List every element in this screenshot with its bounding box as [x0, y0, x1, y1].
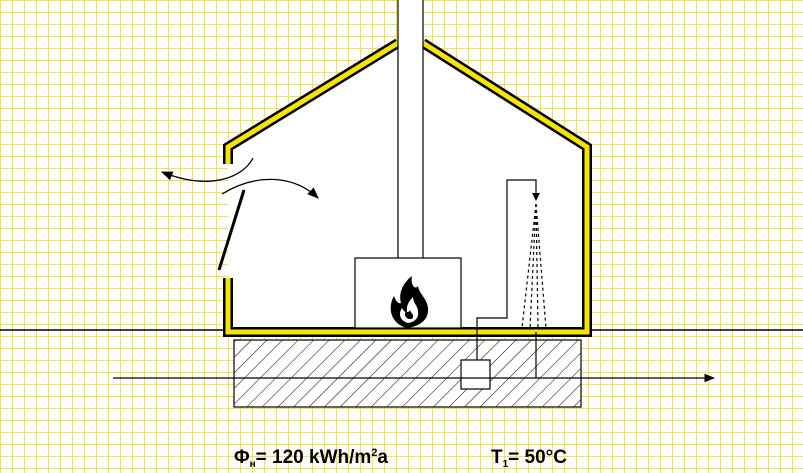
temperature-symbol: T [491, 447, 503, 468]
energy-value: = 120 kWh/m [255, 447, 372, 468]
energy-suffix: a [377, 447, 388, 468]
water-tank [460, 359, 491, 390]
window-sash [217, 189, 246, 271]
shower-spray [521, 203, 547, 329]
ventilation-arrow-in [221, 178, 319, 199]
energy-superscript: 2 [371, 447, 378, 459]
hot-water-pipe [476, 179, 540, 360]
energy-symbol: Φ [234, 447, 250, 468]
foundation-hatched [233, 339, 582, 408]
flame-icon [390, 276, 429, 328]
energy-demand-label: Φн= 120 kWh/m2a [234, 448, 388, 470]
temperature-value: = 50°C [508, 447, 567, 468]
house-wall [223, 38, 592, 337]
temperature-subscript: 1 [502, 459, 509, 470]
temperature-label: T1= 50°C [491, 448, 567, 470]
ventilation-arrow-out [160, 157, 254, 182]
chimney [397, 0, 424, 260]
energy-subscript: н [249, 459, 256, 470]
